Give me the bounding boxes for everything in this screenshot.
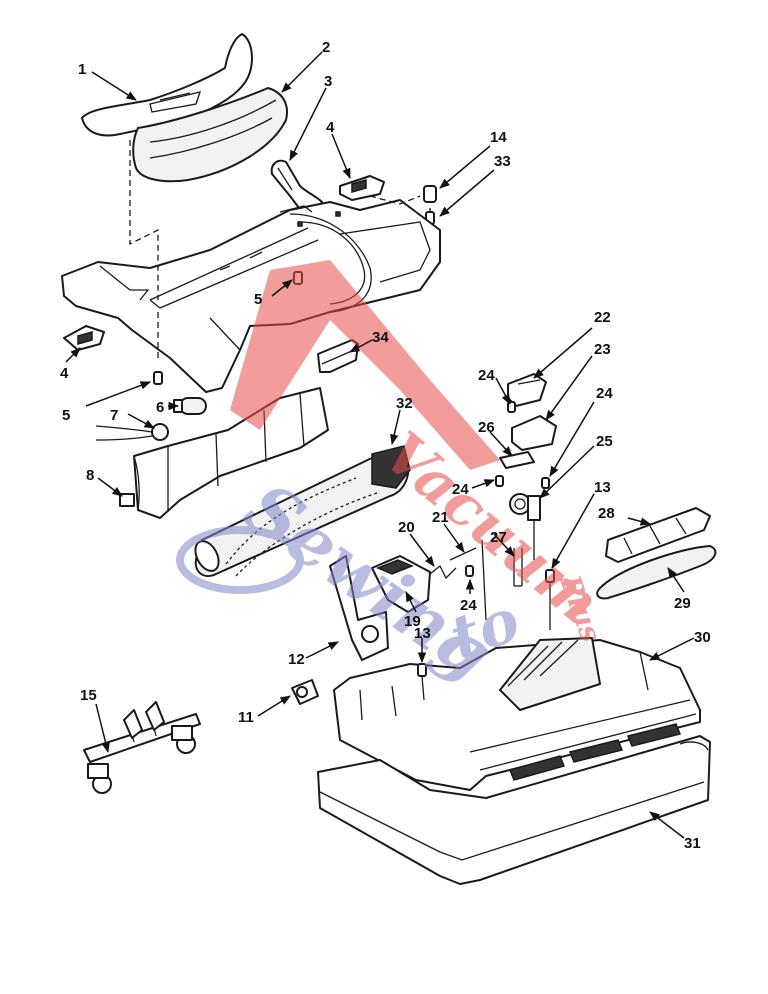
callout-24-a: 24: [478, 367, 495, 384]
part-25-switch: [509, 493, 541, 560]
part-1-top-cover: [81, 33, 253, 137]
watermark-swoosh: [176, 526, 304, 594]
callout-19: 19: [404, 613, 421, 630]
part-29-belt: [596, 545, 717, 600]
callout-24-c: 24: [452, 481, 469, 498]
callout-22: 22: [594, 309, 611, 326]
callout-8: 8: [86, 467, 94, 484]
callout-24-d: 24: [460, 597, 477, 614]
part-5-screw-lower: [153, 371, 163, 385]
part-34-bracket: [317, 339, 359, 373]
callout-5-upper: 5: [254, 291, 262, 308]
callout-20: 20: [398, 519, 415, 536]
part-24-screw-lower: [465, 565, 474, 577]
upper-housing: [61, 199, 441, 393]
callout-2: 2: [322, 39, 330, 56]
watermark-red-mark: [230, 260, 500, 470]
part-2-bumper: [132, 87, 288, 183]
callout-28: 28: [598, 505, 615, 522]
part-21-pin: [449, 539, 487, 621]
part-6-bulb: [173, 397, 207, 415]
part-28-side-strip: [605, 507, 711, 563]
callout-32: 32: [396, 395, 413, 412]
part-15-wheel-assembly: [83, 701, 201, 794]
part-30-base-chassis: [333, 637, 701, 791]
callout-23: 23: [594, 341, 611, 358]
callout-33: 33: [494, 153, 511, 170]
callout-7: 7: [110, 407, 118, 424]
callout-11: 11: [238, 709, 254, 726]
callout-4-lower: 4: [60, 365, 69, 382]
part-4-clip-upper: [339, 175, 385, 201]
part-4-clip-lower: [63, 325, 105, 351]
callout-13-lower: 13: [414, 625, 431, 642]
part-7-socket: [95, 423, 169, 441]
part-11-knob: [291, 679, 319, 705]
part-13-screw-upper: [545, 569, 555, 630]
callout-25: 25: [596, 433, 613, 450]
callout-24-b: 24: [596, 385, 613, 402]
part-3-latch-arm: [270, 159, 323, 213]
assembly-line-cover: [129, 140, 159, 300]
callout-12: 12: [288, 651, 305, 668]
part-19-pedal: [371, 555, 431, 613]
part-24-screws-group: [495, 401, 550, 489]
part-31-bottom-plate: [317, 735, 711, 885]
callout-1: 1: [78, 61, 86, 78]
assembly-line-clip: [369, 195, 421, 205]
part-14-spacer: [423, 185, 437, 203]
callout-29: 29: [674, 595, 691, 612]
callout-30: 30: [694, 629, 711, 646]
callout-14: 14: [490, 129, 507, 146]
callouts: 1 2 3 4 14 33 5 4 5 34 6 7 32 8 22 23 24…: [60, 39, 711, 852]
callout-3: 3: [324, 73, 332, 90]
part-26-pad: [499, 451, 535, 469]
part-13-screw-lower: [417, 663, 427, 701]
callout-13-upper: 13: [594, 479, 611, 496]
part-12-lever: [329, 555, 389, 661]
callout-5-lower: 5: [62, 407, 70, 424]
part-32-brush-roll: [194, 445, 411, 578]
callout-26: 26: [478, 419, 495, 436]
callout-21: 21: [432, 509, 449, 526]
callout-27: 27: [490, 529, 507, 546]
callout-31: 31: [684, 835, 701, 852]
callout-4-upper: 4: [326, 119, 335, 136]
leader-lines: [65, 51, 695, 839]
callout-6: 6: [156, 399, 164, 416]
part-20-spring: [429, 564, 457, 580]
part-23-switch-cover: [511, 415, 557, 451]
callout-34: 34: [372, 329, 389, 346]
callout-15: 15: [80, 687, 97, 704]
